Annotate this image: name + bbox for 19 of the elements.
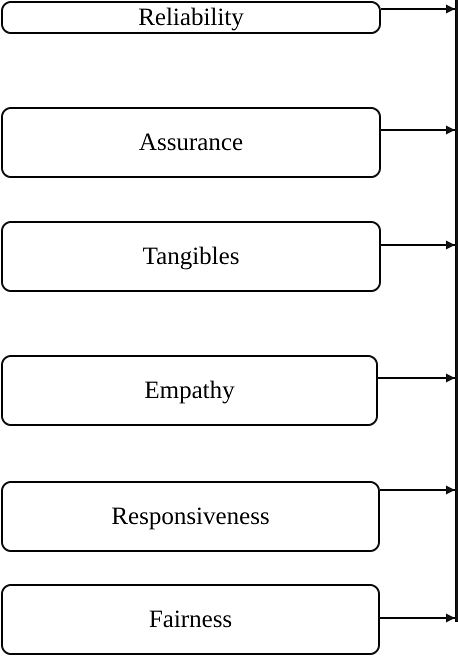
box-label: Empathy <box>144 376 235 404</box>
box-label: Reliability <box>138 4 244 32</box>
rounded-box <box>1 221 381 292</box>
arrow <box>380 486 455 494</box>
arrow <box>380 614 455 622</box>
rounded-box <box>1 1 381 34</box>
arrow <box>378 374 455 382</box>
arrow <box>381 126 455 134</box>
box-label: Tangibles <box>142 242 240 270</box>
box-label: Responsiveness <box>111 502 270 530</box>
box-label: Fairness <box>148 606 232 634</box>
rounded-box <box>1 355 378 426</box>
arrow <box>381 240 455 250</box>
rounded-box <box>1 584 380 655</box>
box-label: Assurance <box>138 128 244 156</box>
rounded-box <box>1 481 380 552</box>
rounded-box <box>1 107 381 178</box>
arrow <box>381 4 455 14</box>
vertical-bar <box>455 0 458 622</box>
